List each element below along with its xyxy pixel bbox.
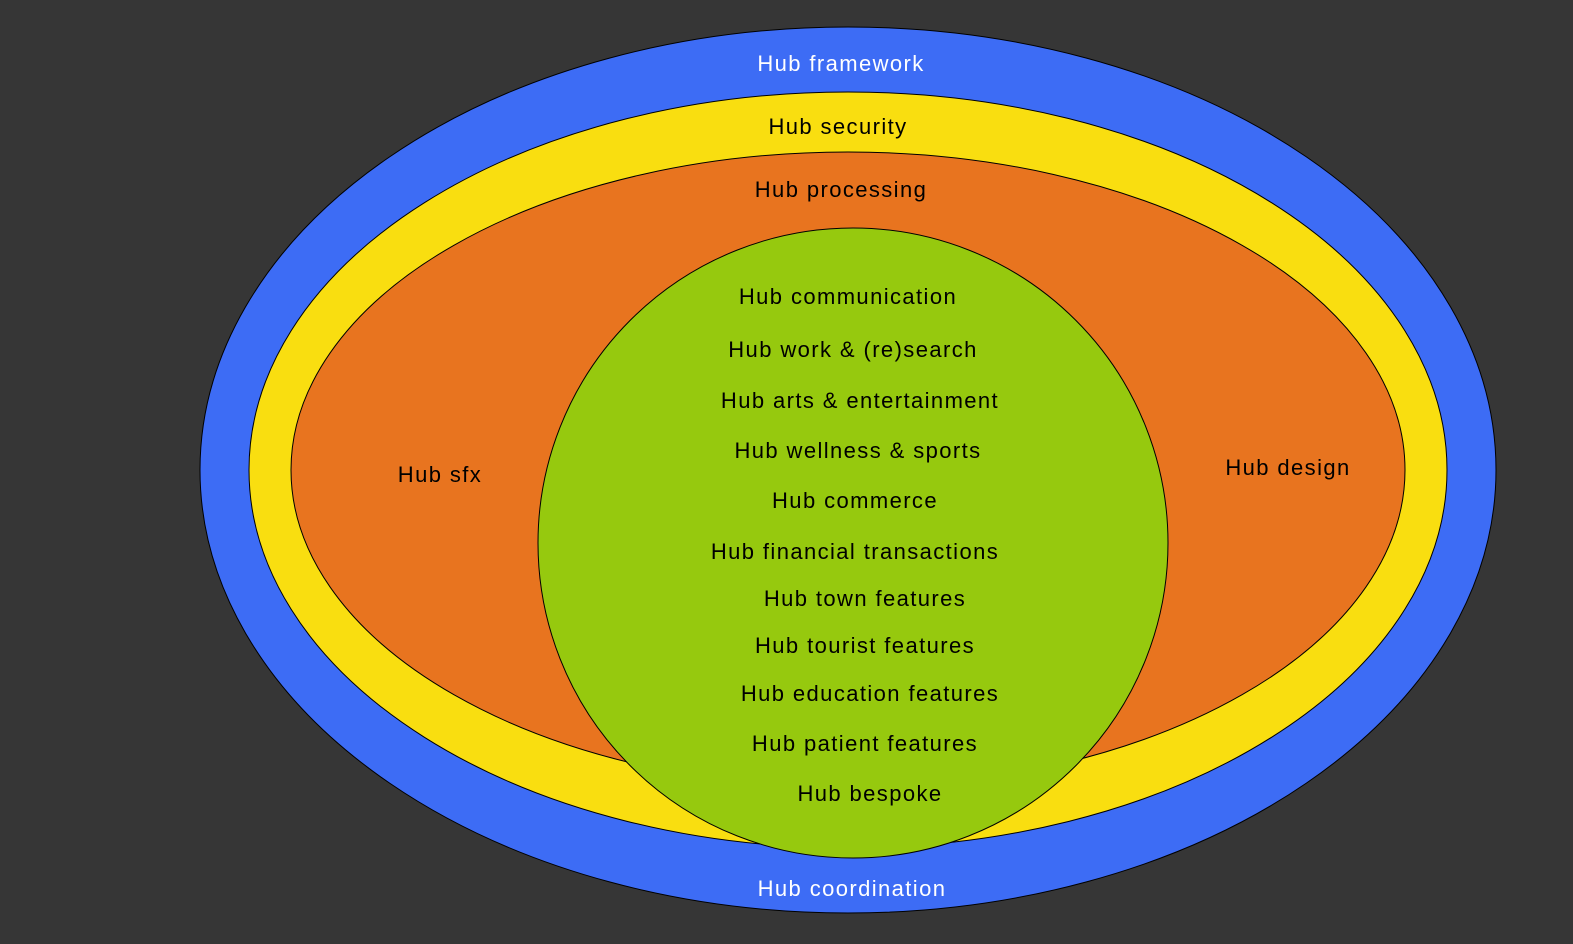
framework-label: Hub framework [757, 51, 924, 76]
core-item-label: Hub commerce [772, 488, 938, 513]
core-item-label: Hub education features [741, 681, 999, 706]
sfx-label: Hub sfx [398, 462, 482, 487]
security-label: Hub security [768, 114, 907, 139]
core-item-label: Hub communication [739, 284, 957, 309]
design-label: Hub design [1225, 455, 1350, 480]
core-circle [537, 227, 1169, 859]
core-item-label: Hub town features [764, 586, 966, 611]
core-item-label: Hub wellness & sports [734, 438, 981, 463]
core-item-label: Hub tourist features [755, 633, 975, 658]
coordination-label: Hub coordination [758, 876, 947, 901]
processing-label: Hub processing [755, 177, 927, 202]
core-item-label: Hub financial transactions [711, 539, 999, 564]
core-item-label: Hub patient features [752, 731, 978, 756]
core-items: Hub communication Hub work & (re)search … [711, 284, 999, 806]
core-item-label: Hub bespoke [797, 781, 942, 806]
core-item-label: Hub work & (re)search [728, 337, 977, 362]
core-item-label: Hub arts & entertainment [721, 388, 999, 413]
